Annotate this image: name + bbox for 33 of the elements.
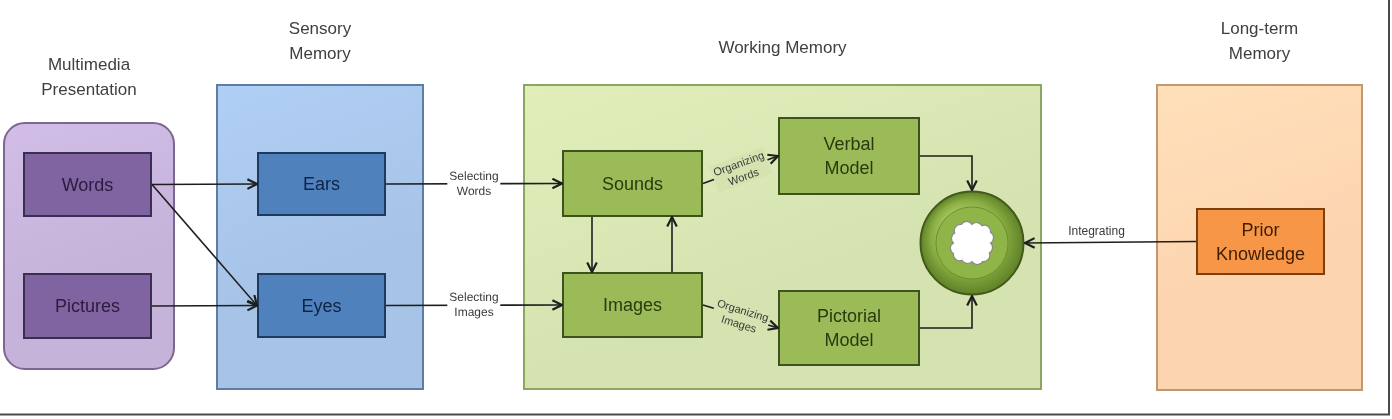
panel-heading: Long-term Memory xyxy=(1219,18,1300,65)
panel-heading: Working Memory xyxy=(717,37,848,59)
node-label: Pictorial Model xyxy=(816,305,882,352)
process-box xyxy=(257,273,386,338)
node-label: Prior Knowledge xyxy=(1214,218,1307,266)
arrow xyxy=(586,216,598,274)
node-label: Words xyxy=(61,173,114,197)
panel-heading: Sensory Memory xyxy=(287,18,353,65)
arrow xyxy=(666,215,678,273)
arrow xyxy=(919,155,978,192)
edge-label: Integrating xyxy=(1067,224,1126,240)
node-label: Pictures xyxy=(55,295,120,318)
node-label: Sounds xyxy=(601,172,664,196)
node-label: Ears xyxy=(303,173,340,196)
node-label: Images xyxy=(603,294,662,317)
process-box xyxy=(23,152,152,217)
process-box xyxy=(257,152,386,216)
arrow xyxy=(1023,237,1197,249)
arrow xyxy=(151,299,259,312)
arrow xyxy=(151,178,259,190)
cloud-circle xyxy=(919,190,1025,296)
process-box xyxy=(562,150,703,217)
arrow xyxy=(151,183,259,307)
panel-heading: Multimedia Presentation xyxy=(40,54,138,101)
process-box xyxy=(23,273,152,339)
edge-label: Selecting Images xyxy=(447,290,501,321)
process-box xyxy=(778,117,920,195)
process-box xyxy=(1196,208,1325,275)
arrow xyxy=(919,294,978,329)
node-label: Eyes xyxy=(301,294,342,318)
process-box xyxy=(778,290,920,366)
node-label: Verbal Model xyxy=(822,133,876,180)
process-box xyxy=(562,272,703,338)
